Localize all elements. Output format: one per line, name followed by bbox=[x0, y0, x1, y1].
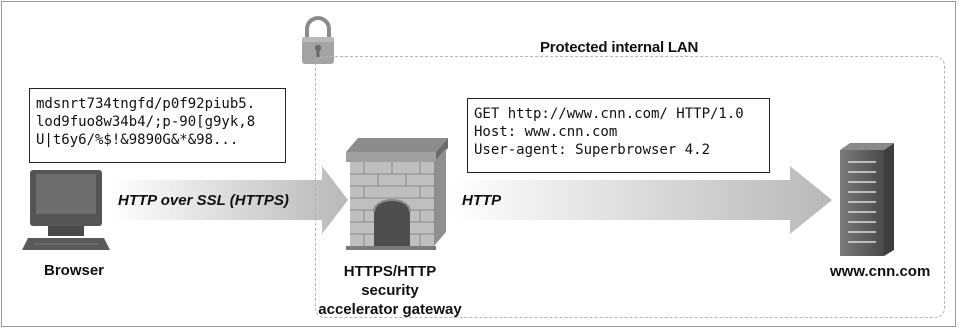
encrypted-line-2: lod9fuo8w34b4/;p-90[g9yk,8 bbox=[36, 114, 256, 130]
http-arrow bbox=[450, 166, 832, 234]
gateway-label-line-1: HTTPS/HTTP security bbox=[343, 263, 437, 299]
lan-title: Protected internal LAN bbox=[540, 39, 699, 56]
http-link-label: HTTP bbox=[462, 192, 502, 209]
computer-icon bbox=[22, 170, 110, 250]
request-line-3: User-agent: Superbrowser 4.2 bbox=[474, 142, 711, 158]
firewall-icon bbox=[346, 138, 448, 250]
server-label: www.cnn.com bbox=[830, 263, 931, 280]
server-icon bbox=[840, 143, 894, 256]
encrypted-line-1: mdsnrt734tngfd/p0f92piub5. bbox=[36, 96, 256, 112]
request-line-2: Host: www.cnn.com bbox=[474, 124, 618, 140]
encrypted-line-3: U|t6y6/%$!&9890G&*&98... bbox=[36, 132, 239, 148]
encrypted-payload-box: mdsnrt734tngfd/p0f92piub5. lod9fuo8w34b4/… bbox=[29, 88, 286, 163]
protected-lan-boundary bbox=[315, 56, 945, 318]
gateway-label: HTTPS/HTTP security accelerator gateway bbox=[318, 262, 462, 319]
padlock-icon bbox=[302, 15, 334, 64]
gateway-label-line-2: accelerator gateway bbox=[318, 301, 462, 318]
request-line-1: GET http://www.cnn.com/ HTTP/1.0 bbox=[474, 106, 744, 122]
https-link-label: HTTP over SSL (HTTPS) bbox=[118, 192, 289, 209]
https-arrow bbox=[110, 166, 348, 234]
browser-label: Browser bbox=[44, 262, 105, 279]
